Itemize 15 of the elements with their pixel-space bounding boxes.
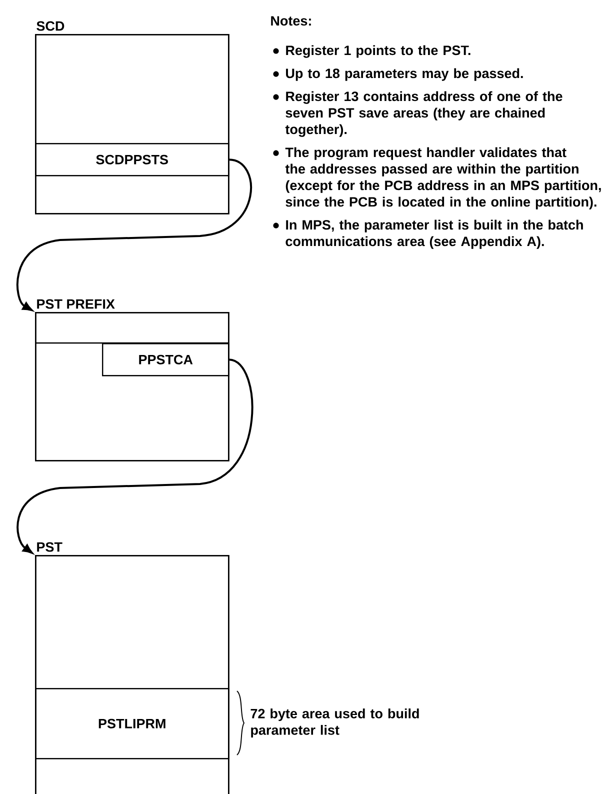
note: The program request handler validates that the addresses passed are within the partition (except for the PCB address in an MPS partition, since the PCB is located in the online partition). bbox=[285, 147, 601, 210]
note: Register 1 points to the PST. bbox=[286, 45, 470, 58]
brace-note: 72 byte area used to build parameter list bbox=[250, 708, 419, 738]
node-label: SCD bbox=[36, 21, 64, 31]
node-label: PST PREFIX bbox=[37, 299, 115, 309]
field-cell: PSTLIPRM bbox=[35, 688, 230, 760]
note: Up to 18 parameters may be passed. bbox=[286, 68, 523, 81]
node-label: PST bbox=[37, 542, 62, 552]
arrow bbox=[16, 358, 254, 554]
field-cell: PPSTCA bbox=[102, 343, 230, 376]
note: Register 13 contains address of one of the seven PST save areas (they are chained together). bbox=[285, 91, 562, 137]
notes-heading: Notes: bbox=[271, 16, 311, 26]
note: In MPS, the parameter list is built in the batch communications area (see Appendix A). bbox=[286, 220, 583, 249]
arrow bbox=[16, 158, 252, 311]
field-cell: SCDPPSTS bbox=[35, 143, 230, 176]
